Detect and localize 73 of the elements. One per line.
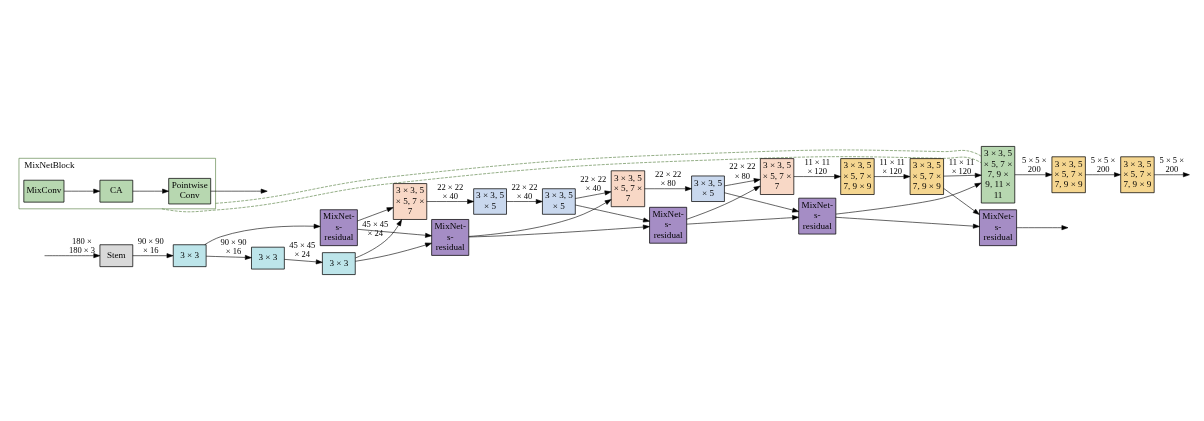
arrow — [724, 178, 761, 187]
arrow — [575, 204, 650, 223]
node-box: Stem — [99, 244, 134, 267]
node-box: 3 × 3 — [172, 244, 207, 267]
edge-label: 5 × 5 × 200 — [1090, 155, 1116, 175]
arrow — [132, 188, 169, 194]
node-box: 3 × 3, 5 × 5, 7 × 7, 9 × 9 — [1120, 156, 1155, 194]
arrow — [63, 188, 101, 194]
node-box: 3 × 3 — [251, 246, 285, 270]
node-box: MixNet-s-residual — [431, 219, 470, 256]
node-box: 3 × 3, 5 × 5, 7 × 7, 9 × 9 — [840, 158, 875, 195]
arrow — [1014, 172, 1053, 178]
edge-label: 45 × 45 × 24 — [289, 239, 316, 260]
arrow — [575, 190, 612, 199]
arrow — [873, 174, 911, 179]
arrow — [644, 186, 692, 192]
arrow — [943, 172, 982, 178]
arrow — [205, 255, 252, 260]
edge-label: 5 × 5 × 200 — [1022, 155, 1047, 175]
node-box: 3 × 3 — [322, 252, 356, 275]
node-box: MixConv — [23, 179, 65, 203]
arrow — [943, 188, 980, 215]
arrow — [357, 229, 432, 238]
arrow — [1016, 225, 1069, 231]
edge-label: 90 × 90 × 16 — [220, 236, 247, 256]
edge-label: 45 × 45 × 24 — [362, 218, 389, 238]
edge-label: 22 × 22 × 80 — [729, 161, 756, 181]
edge-label: 22 × 22 × 80 — [655, 169, 682, 189]
arrow — [1154, 172, 1190, 178]
edge-label: 11 × 11 × 120 — [879, 157, 905, 177]
arrow — [357, 207, 394, 222]
node-box: CA — [99, 179, 134, 203]
arrow — [284, 259, 323, 265]
arrow — [44, 253, 101, 259]
node-box: Pointwise Conv — [168, 178, 212, 205]
connector — [215, 149, 982, 204]
edge-label: 11 × 11 × 120 — [804, 157, 830, 177]
arrow — [686, 215, 799, 225]
node-box: MixNet-s-residual — [319, 209, 358, 246]
edge-label: 22 × 22 × 40 — [437, 182, 464, 202]
arrow — [835, 182, 982, 215]
arrow — [1085, 172, 1121, 178]
node-box: 3 × 3, 5 × 5, 7 × 7, 9 × 9, 11 × 11 — [980, 146, 1016, 204]
arrow — [686, 185, 761, 220]
edge-label: 90 × 90 × 16 — [137, 236, 164, 256]
node-box: 3 × 3, 5 × 5 — [473, 188, 507, 215]
node-box: 3 × 3, 5 × 5, 7 × 7 — [610, 170, 646, 208]
node-box: 3 × 3, 5 × 5 — [542, 188, 576, 215]
arrow — [355, 219, 402, 259]
node-box: MixNet-s-residual — [979, 209, 1017, 246]
node-box: MixNet-s-residual — [649, 206, 688, 244]
node-box: 3 × 3, 5 × 5, 7 × 7 — [392, 183, 428, 220]
edge-label: 22 × 22 × 40 — [511, 182, 538, 202]
arrow — [724, 192, 799, 213]
arrow — [210, 188, 268, 194]
node-box: 3 × 3, 5 × 5, 7 × 7 — [760, 158, 795, 195]
node-box: MixNet-s-residual — [798, 197, 837, 235]
arrow — [204, 223, 321, 245]
arrow — [355, 242, 432, 262]
node-box: 3 × 3, 5 × 5 — [691, 175, 725, 202]
arrow — [793, 174, 841, 179]
edge-label: 22 × 22 × 40 — [580, 173, 607, 193]
edge-label: 180 × 180 × 3 — [68, 236, 95, 256]
arrow — [835, 217, 980, 229]
node-box: 3 × 3, 5 × 5, 7 × 7, 9 × 9 — [1051, 156, 1086, 194]
edge-label: 5 × 5 × 200 — [1159, 155, 1185, 175]
node-box: 3 × 3, 5 × 5, 7 × 7, 9 × 9 — [909, 158, 944, 195]
arrow — [468, 224, 650, 238]
arrow — [426, 199, 474, 204]
arrow — [132, 253, 174, 259]
edge-label: 11 × 11 × 120 — [948, 156, 975, 176]
arrow — [468, 199, 612, 237]
arrow — [506, 199, 543, 204]
